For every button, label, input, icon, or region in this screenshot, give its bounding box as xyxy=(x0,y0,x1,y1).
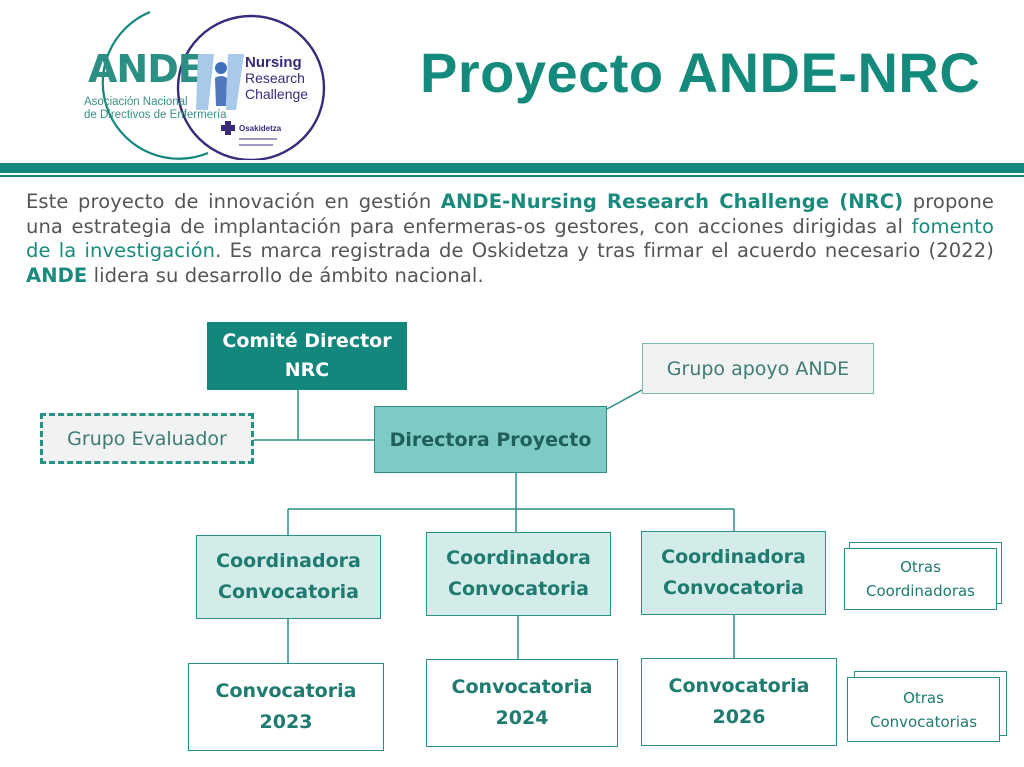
intro-paragraph: Este proyecto de innovación en gestión A… xyxy=(26,190,995,287)
nrc-logo-line-3: Challenge xyxy=(245,86,308,102)
osakidetza-icon xyxy=(221,121,235,135)
osakidetza-fine-print xyxy=(239,144,273,146)
osakidetza-fine-print xyxy=(239,138,277,140)
osakidetza-text: Osakidetza xyxy=(239,124,282,133)
highlight-project-name: ANDE-Nursing Research Challenge (NRC) xyxy=(440,190,904,213)
ande-logo-sub-1: Asociación Nacional xyxy=(84,96,188,108)
directora-proyecto-box: Directora Proyecto xyxy=(374,406,607,473)
grupo-evaluador-box: Grupo Evaluador xyxy=(40,413,254,464)
page-title: Proyecto ANDE-NRC xyxy=(420,41,981,104)
ande-nrc-logo: ANDE Asociación Nacional de Directivos d… xyxy=(84,10,326,160)
highlight-research: fomento de la investigación xyxy=(26,214,994,263)
header-divider-line xyxy=(0,175,1024,177)
highlight-ande: ANDE xyxy=(26,263,88,287)
header-divider-bar xyxy=(0,163,1024,173)
nrc-logo-line-2: Research xyxy=(245,70,305,86)
grupo-apoyo-box: Grupo apoyo ANDE xyxy=(642,343,874,394)
nrc-logo-line-1: Nursing xyxy=(245,54,302,71)
ande-logo-sub-2: de Directivos de Enfermería xyxy=(84,109,227,121)
ande-logo-text: ANDE xyxy=(88,47,203,91)
nurse-figure-icon xyxy=(196,54,244,110)
